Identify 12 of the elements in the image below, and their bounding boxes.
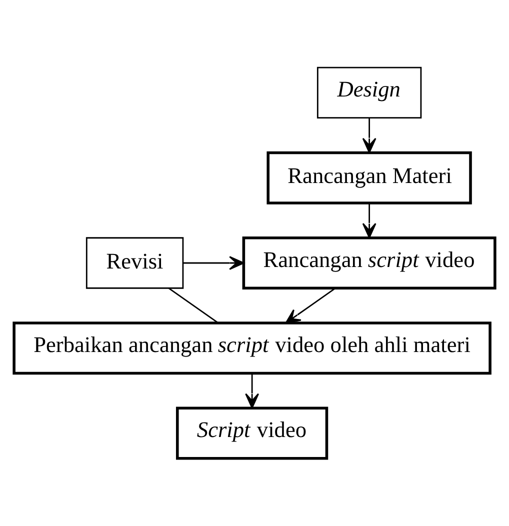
node-box: Rancangan script video <box>242 236 496 290</box>
node-box: Rancangan Materi <box>266 151 472 204</box>
node-box: Perbaikan ancangan script video oleh ahli materi <box>12 322 492 375</box>
connector <box>168 288 219 324</box>
arrow <box>285 288 336 324</box>
arrow <box>362 118 376 154</box>
node-box: Script video <box>176 406 328 460</box>
node-box: Design <box>316 66 422 119</box>
node-box: Revisi <box>86 237 184 289</box>
arrow <box>362 203 376 238</box>
arrow <box>245 373 260 409</box>
arrow <box>183 256 244 270</box>
